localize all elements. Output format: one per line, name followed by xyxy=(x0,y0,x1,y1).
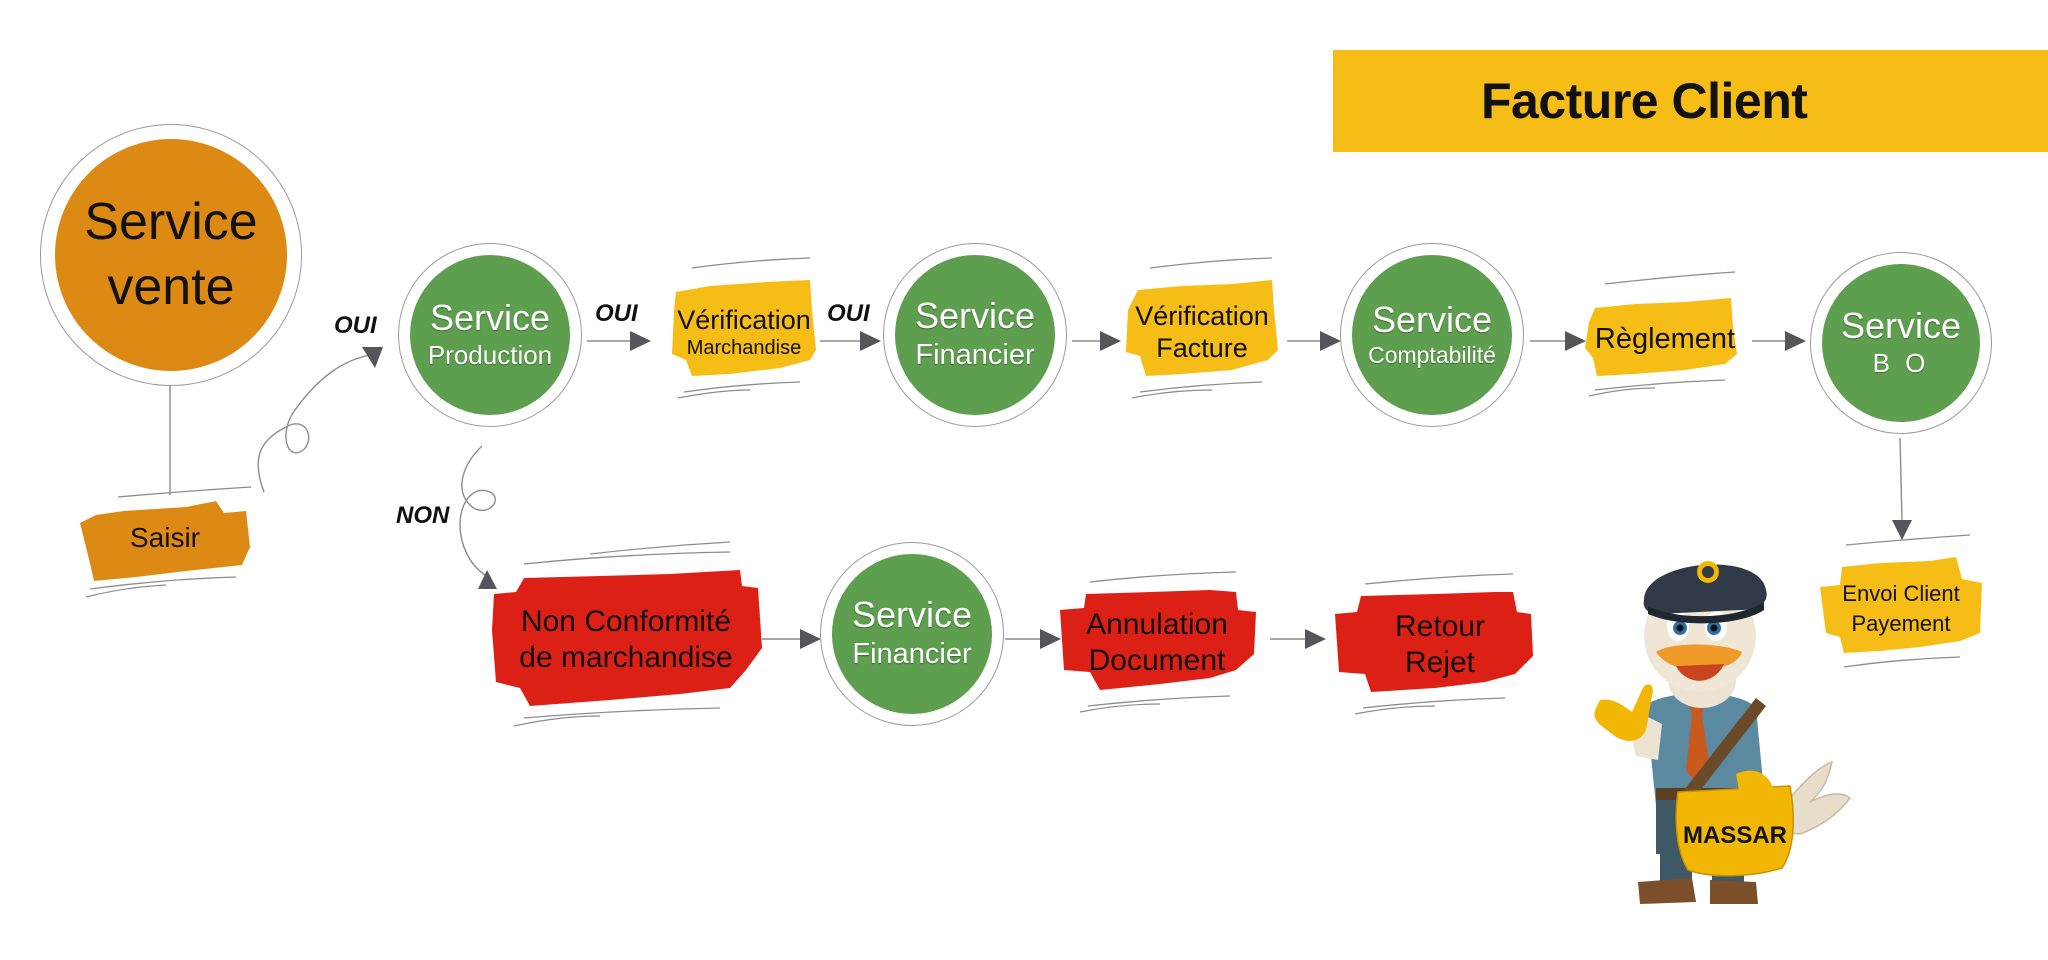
arrowhead xyxy=(1892,520,1912,540)
verification-marchandise-step[interactable]: Vérification Marchandise xyxy=(670,257,818,399)
step-line1: Vérification xyxy=(1135,300,1269,331)
step-line1: Envoi Client xyxy=(1842,580,1960,606)
saisir-step[interactable]: Saisir xyxy=(76,486,254,598)
beak-icon xyxy=(1656,644,1742,670)
node-line2: Production xyxy=(427,339,553,370)
node-line1: Service xyxy=(1840,305,1962,347)
verification-facture-step[interactable]: Vérification Facture xyxy=(1122,257,1282,399)
edge-label-oui: OUI xyxy=(595,300,638,327)
arrowhead xyxy=(1565,331,1586,351)
brush-shape xyxy=(1820,534,1982,668)
arrowhead xyxy=(362,347,383,368)
non-conformite-step[interactable]: Non Conformité de marchandise xyxy=(490,541,762,727)
service-bo-node[interactable]: Service B O xyxy=(1822,264,1980,422)
node-line1: Service xyxy=(84,193,258,251)
step-line2: Rejet xyxy=(1404,646,1476,679)
step-line2: de marchandise xyxy=(519,641,733,674)
node-line1: Service xyxy=(1371,299,1493,341)
node-line1: Service xyxy=(851,594,973,636)
brush-shape xyxy=(1126,257,1278,399)
brush-shape xyxy=(80,486,252,598)
step-line2: Document xyxy=(1088,644,1226,677)
arrowhead xyxy=(1040,629,1061,649)
bag-label: MASSAR xyxy=(1683,822,1787,849)
brush-shape xyxy=(492,541,762,727)
title-banner: Facture Client xyxy=(1333,50,2048,152)
node-line1: Service xyxy=(914,295,1036,337)
step-line1: Retour xyxy=(1394,610,1486,643)
mail-bag-icon xyxy=(1675,785,1794,877)
step-line2: Payement xyxy=(1851,611,1951,636)
brush-shape xyxy=(1060,571,1256,713)
node-line2: Comptabilité xyxy=(1368,341,1496,368)
retour-rejet-step[interactable]: Retour Rejet xyxy=(1335,573,1545,715)
node-line2: vente xyxy=(107,258,235,316)
step-line1: Vérification xyxy=(677,304,811,335)
duck-mailman-mascot: MASSAR xyxy=(1594,561,1852,904)
brush-shape xyxy=(672,257,816,399)
brush-shape xyxy=(1585,271,1737,397)
bag-strap-icon xyxy=(1678,698,1766,806)
connector-bo-envoi xyxy=(1899,437,1903,521)
step-line2: Facture xyxy=(1156,333,1248,363)
step-line1: Annulation xyxy=(1086,608,1228,641)
arrowhead xyxy=(860,331,881,351)
edge-label-oui: OUI xyxy=(827,300,870,327)
node-line2: Financier xyxy=(915,338,1035,371)
arrowhead xyxy=(630,331,651,351)
edge-label-non: NON xyxy=(396,502,450,529)
mailman-cap-icon xyxy=(1643,564,1767,614)
connector-non-to-reject xyxy=(459,445,496,576)
service-comptabilite-node[interactable]: Service Comptabilité xyxy=(1352,255,1512,415)
step-line1: Non Conformité xyxy=(520,605,732,638)
connector-oui-to-production xyxy=(257,354,371,493)
node-line1: Service xyxy=(429,297,551,339)
glove-icon xyxy=(1594,684,1653,742)
arrowhead xyxy=(1320,331,1341,351)
arrowhead xyxy=(1785,331,1806,351)
brush-shape xyxy=(1335,573,1533,715)
node-line2: Financier xyxy=(852,637,972,670)
step-line2: Marchandise xyxy=(686,337,802,360)
service-financier-reject-node[interactable]: Service Financier xyxy=(832,554,992,714)
step-line1: Règlement xyxy=(1594,322,1736,355)
saisir-label: Saisir xyxy=(129,522,200,554)
node-line2: B O xyxy=(1872,347,1930,378)
reglement-step[interactable]: Règlement xyxy=(1585,271,1745,397)
service-production-node[interactable]: Service Production xyxy=(410,255,570,415)
envoi-client-payement-step[interactable]: Envoi Client Payement xyxy=(1820,534,1982,668)
edge-label-oui: OUI xyxy=(334,312,377,339)
service-vente-node[interactable]: Service vente xyxy=(55,139,287,371)
arrowhead xyxy=(800,629,821,649)
page-title: Facture Client xyxy=(1481,73,1808,129)
annulation-document-step[interactable]: Annulation Document xyxy=(1060,571,1270,713)
arrowhead xyxy=(1305,629,1326,649)
service-financier-node[interactable]: Service Financier xyxy=(895,255,1055,415)
arrowhead xyxy=(1100,331,1121,351)
